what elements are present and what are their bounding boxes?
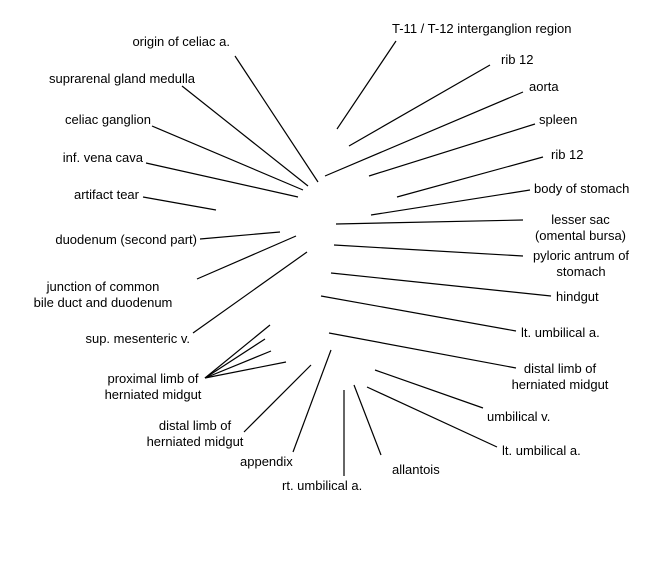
label-inf-vena-cava: inf. vena cava — [62, 150, 143, 165]
leader-proximal-limb-1 — [204, 324, 271, 379]
leader-proximal-limb-4 — [204, 361, 287, 379]
leader-distal-limb-right — [328, 332, 517, 369]
leader-junction-cbd — [196, 235, 297, 280]
label-allantois: allantois — [392, 462, 440, 477]
leader-spleen — [368, 123, 536, 177]
leader-suprarenal-medulla — [181, 85, 309, 187]
leader-pyloric-antrum — [333, 244, 524, 257]
leader-rib12-top — [348, 64, 491, 147]
label-hindgut: hindgut — [556, 289, 599, 304]
label-umbilical-v: umbilical v. — [487, 409, 551, 424]
leader-umbilical-v — [374, 369, 484, 409]
label-aorta: aorta — [529, 79, 559, 94]
label-rib12-top: rib 12 — [501, 52, 534, 67]
leader-aorta — [324, 91, 524, 177]
leader-hindgut — [330, 272, 552, 297]
label-t11-t12-interganglion: T-11 / T-12 interganglion region — [392, 21, 572, 36]
label-spleen: spleen — [539, 112, 578, 127]
leader-proximal-limb-3 — [204, 350, 272, 379]
leader-t11-t12 — [336, 40, 397, 130]
leader-duodenum — [199, 231, 281, 240]
leader-appendix — [292, 349, 332, 453]
label-lt-umbilical-a-upper: lt. umbilical a. — [521, 325, 600, 340]
label-body-of-stomach: body of stomach — [534, 181, 630, 196]
leader-celiac-ganglion — [151, 125, 304, 191]
label-lesser-sac-omental-bursa: lesser sac(omental bursa) — [534, 212, 627, 243]
leader-lt-umbilical-a-lower — [366, 386, 498, 448]
leader-origin-celiac — [234, 55, 319, 183]
label-origin-celiac: origin of celiac a. — [132, 34, 230, 49]
leader-lt-umbilical-a-upper — [320, 295, 517, 332]
label-artifact-tear: artifact tear — [73, 187, 139, 202]
label-duodenum-second-part: duodenum (second part) — [55, 232, 197, 247]
leader-rib12-second — [396, 156, 544, 198]
label-suprarenal-medulla: suprarenal gland medulla — [49, 71, 195, 86]
leader-distal-limb-left — [243, 364, 312, 433]
label-sup-mesenteric-v: sup. mesenteric v. — [85, 331, 190, 346]
leader-inf-vena-cava — [145, 162, 299, 198]
label-rib12-second: rib 12 — [551, 147, 584, 162]
leader-artifact-tear — [142, 196, 217, 211]
label-rt-umbilical-a: rt. umbilical a. — [282, 478, 363, 493]
leader-lesser-sac — [335, 219, 524, 225]
label-lt-umbilical-a-lower: lt. umbilical a. — [502, 443, 581, 458]
label-celiac-ganglion: celiac ganglion — [64, 112, 151, 127]
leader-sup-mesenteric-v — [192, 251, 308, 334]
leader-allantois — [353, 384, 382, 456]
label-appendix: appendix — [240, 454, 293, 469]
leader-body-of-stomach — [370, 189, 531, 216]
leader-proximal-limb-2 — [204, 338, 266, 379]
